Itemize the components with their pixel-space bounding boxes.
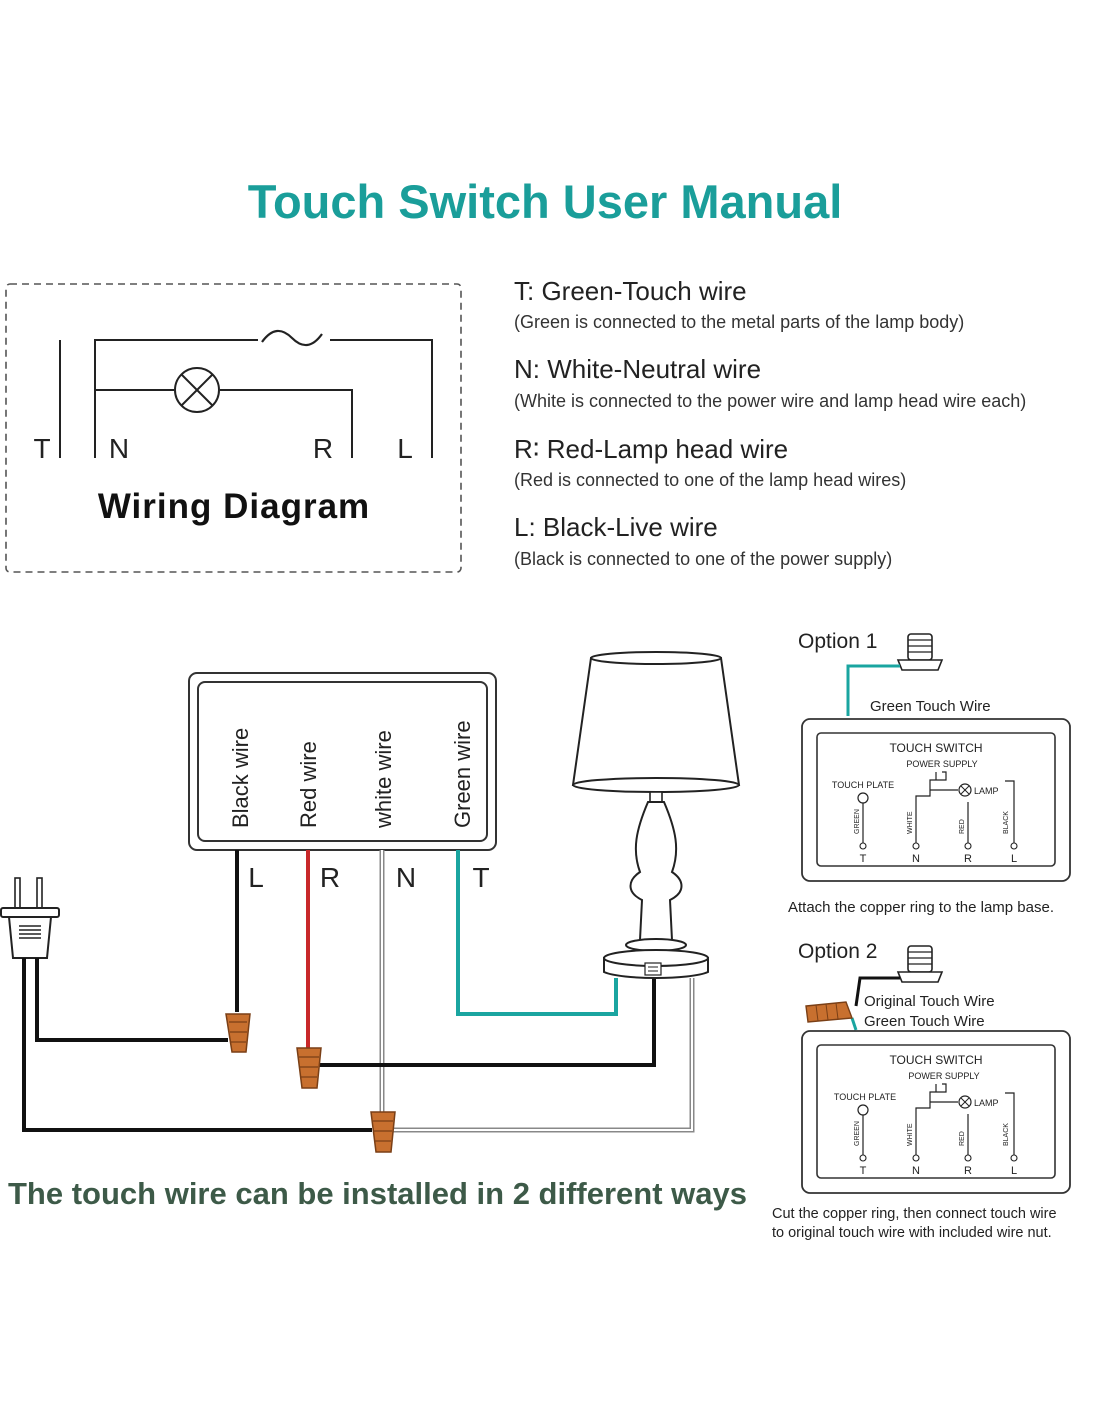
- terminal-n: N: [396, 862, 416, 893]
- legend-note-t: (Green is connected to the metal parts o…: [514, 312, 964, 332]
- table-lamp-icon: [571, 651, 741, 979]
- wd-terminal-r: R: [313, 433, 333, 464]
- option-2-box-inner: [816, 1044, 1056, 1179]
- installation-drawing: Black wire Red wire white wire Green wir…: [0, 651, 741, 1153]
- option-1-box-title: TOUCH SWITCH: [889, 741, 982, 755]
- option-2-touch-plate: TOUCH PLATE: [834, 1092, 896, 1102]
- wire-nut-icon: [296, 1047, 322, 1089]
- option-2-panel: Option 2 Original Touch Wire Green Touch…: [772, 940, 1071, 1241]
- wd-terminal-n: N: [109, 433, 129, 464]
- option-2-terminal-r: R: [964, 1165, 972, 1177]
- legend-heading-t: T: Green-Touch wire: [514, 276, 747, 306]
- switch-box-inner: [197, 681, 488, 842]
- install-ways-caption: The touch wire can be installed in 2 dif…: [8, 1176, 747, 1211]
- option-2-wire-black: BLACK: [1003, 1123, 1010, 1146]
- option-2-box-subtitle: POWER SUPPLY: [908, 1071, 979, 1081]
- wiring-diagram-caption: Wiring Diagram: [98, 487, 370, 526]
- wiring-diagram-frame: [5, 283, 462, 573]
- option-2-green-wire-label: Green Touch Wire: [864, 1013, 985, 1030]
- option-1-touch-plate: TOUCH PLATE: [832, 780, 894, 790]
- option-2-original-wire-label: Original Touch Wire: [864, 993, 995, 1010]
- lamp-socket-icon: [896, 633, 944, 671]
- switch-label-green-wire: Green wire: [450, 720, 475, 828]
- option-1-wire-red: RED: [959, 819, 966, 834]
- lamp-symbol-icon: [174, 367, 220, 413]
- terminal-r: R: [320, 862, 340, 893]
- option-1-label: Option 1: [798, 630, 877, 653]
- wire-nut-icon: [805, 1001, 853, 1023]
- terminal-t: T: [472, 862, 489, 893]
- switch-label-white-wire: white wire: [371, 730, 396, 829]
- option-1-box-subtitle: POWER SUPPLY: [906, 759, 977, 769]
- legend-note-r: (Red is connected to one of the lamp hea…: [514, 470, 906, 490]
- option-2-box-title: TOUCH SWITCH: [889, 1053, 982, 1067]
- lamp-socket-icon: [896, 945, 944, 983]
- option-1-lamp-label: LAMP: [974, 786, 999, 796]
- wire-legend: T: Green-Touch wire (Green is connected …: [514, 276, 1026, 569]
- switch-label-black-wire: Black wire: [228, 728, 253, 828]
- power-cord-neutral: [22, 958, 372, 1132]
- option-2-wire-white: WHITE: [907, 1123, 914, 1146]
- lamp-wire-1: [316, 978, 656, 1067]
- power-cord-live: [35, 958, 228, 1042]
- wd-terminal-l: L: [397, 433, 413, 464]
- wire-nut-icon: [370, 1111, 396, 1153]
- wire-nut-icon: [225, 1013, 251, 1053]
- lamp-wire-2: [392, 978, 695, 1133]
- power-plug-icon: [0, 877, 60, 959]
- n-line: [94, 339, 258, 458]
- option-1-terminal-t: T: [860, 853, 867, 865]
- legend-note-n: (White is connected to the power wire an…: [514, 391, 1026, 411]
- option-2-caption-line-2: to original touch wire with included wir…: [772, 1225, 1052, 1241]
- page-title: Touch Switch User Manual: [248, 175, 843, 228]
- wiring-diagram: T N R L Wiring Diagram: [5, 283, 462, 573]
- l-line: [330, 339, 433, 458]
- terminal-l: L: [248, 862, 264, 893]
- r-line: [220, 389, 353, 458]
- switch-label-red-wire: Red wire: [296, 741, 321, 828]
- legend-heading-l: L: Black-Live wire: [514, 512, 718, 542]
- option-2-wire-green: GREEN: [854, 1121, 861, 1146]
- option-1-wire-white: WHITE: [907, 811, 914, 834]
- option-1-green-wire: [846, 664, 900, 716]
- option-2-terminal-n: N: [912, 1165, 920, 1177]
- green-wire: [456, 850, 618, 1016]
- option-2-lamp-label: LAMP: [974, 1098, 999, 1108]
- option-1-wire-black: BLACK: [1003, 811, 1010, 834]
- wd-terminal-t: T: [33, 433, 50, 464]
- option-2-caption-line-1: Cut the copper ring, then connect touch …: [772, 1206, 1057, 1222]
- option-1-terminal-l: L: [1011, 853, 1017, 865]
- option-1-terminal-r: R: [964, 853, 972, 865]
- option-1-caption: Attach the copper ring to the lamp base.: [788, 899, 1054, 916]
- option-1-box-inner: [816, 732, 1056, 867]
- option-2-wire-red: RED: [959, 1131, 966, 1146]
- option-2-terminal-l: L: [1011, 1165, 1017, 1177]
- option-1-terminal-n: N: [912, 853, 920, 865]
- option-2-label: Option 2: [798, 940, 877, 963]
- option-2-original-wire: [854, 976, 900, 1007]
- option-2-terminal-t: T: [860, 1165, 867, 1177]
- option-1-wire-green: GREEN: [854, 809, 861, 834]
- legend-note-l: (Black is connected to one of the power …: [514, 549, 892, 569]
- ac-source-icon: [261, 329, 323, 347]
- option-2-green-wire: [850, 1017, 858, 1031]
- option-1-wire-label: Green Touch Wire: [870, 698, 991, 715]
- legend-heading-n: N: White-Neutral wire: [514, 354, 761, 384]
- legend-heading-r: R∶ Red-Lamp head wire: [514, 434, 788, 464]
- option-1-panel: Option 1 Green Touch Wire TOUCH SWITCH P…: [788, 630, 1071, 916]
